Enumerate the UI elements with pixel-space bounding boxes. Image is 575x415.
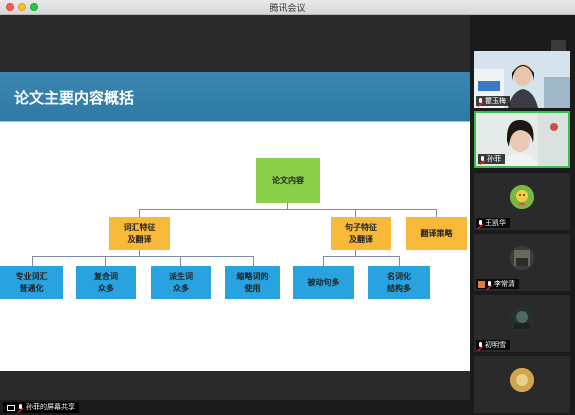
cartoon-avatar-icon bbox=[510, 368, 534, 392]
participant-5-avatar bbox=[510, 307, 534, 331]
connector-to-leaf-2 bbox=[105, 256, 106, 266]
connector-to-leaf-5 bbox=[323, 256, 324, 266]
presentation-slide: 论文主要内容概括 论文内容 词汇特征 bbox=[0, 72, 470, 371]
level1-node-sentence-line1: 句子特征 bbox=[345, 222, 377, 232]
connector-to-leaf-6 bbox=[399, 256, 400, 266]
screen-share-indicator[interactable]: 孙菲的屏幕共享 bbox=[3, 402, 79, 413]
root-node-label: 论文内容 bbox=[272, 175, 304, 185]
photo-avatar-icon bbox=[510, 307, 534, 331]
level1-node-vocab-line2: 及翻译 bbox=[127, 234, 152, 244]
participant-tile-6[interactable] bbox=[474, 356, 570, 413]
leaf-node-3: 派生词 众多 bbox=[151, 266, 211, 299]
connector-vocab-bar bbox=[32, 256, 253, 257]
participant-3-avatar bbox=[510, 185, 534, 209]
screen-share-label: 孙菲的屏幕共享 bbox=[26, 403, 75, 411]
leaf-node-2: 复合词 众多 bbox=[76, 266, 136, 299]
participant-tile-5[interactable]: 初明雪 bbox=[474, 295, 570, 352]
connector-to-leaf-1 bbox=[32, 256, 33, 266]
connector-to-leaf-3 bbox=[180, 256, 181, 266]
level1-node-strategy-label: 翻译策略 bbox=[420, 228, 453, 238]
muted-mic-icon bbox=[478, 341, 483, 349]
shared-screen: 论文主要内容概括 论文内容 词汇特征 bbox=[0, 15, 470, 400]
root-node: 论文内容 bbox=[256, 158, 320, 203]
participant-1-label: 瞿玉梅 bbox=[476, 96, 510, 106]
title-bar: 腾讯会议 bbox=[0, 0, 575, 15]
leaf-node-4-line1: 缩略词的 bbox=[236, 271, 269, 281]
leaf-node-4: 缩略词的 使用 bbox=[225, 266, 280, 299]
level1-node-strategy: 翻译策略 bbox=[406, 217, 467, 250]
connector-sentence-bar bbox=[323, 256, 399, 257]
connector-to-sentence bbox=[355, 209, 356, 217]
participant-5-label: 初明雪 bbox=[476, 340, 510, 350]
connector-to-leaf-4 bbox=[253, 256, 254, 266]
leaf-node-2-line1: 复合词 bbox=[94, 271, 118, 281]
level1-node-sentence-line2: 及翻译 bbox=[349, 234, 373, 244]
participant-4-avatar bbox=[510, 246, 534, 270]
mic-icon bbox=[18, 404, 23, 411]
minimize-window-button[interactable] bbox=[18, 3, 26, 11]
leaf-node-6: 名词化 结构多 bbox=[368, 266, 430, 299]
participant-4-name: 李常清 bbox=[494, 280, 515, 288]
leaf-node-1-line2: 普通化 bbox=[19, 283, 44, 293]
leaf-node-4-line2: 使用 bbox=[244, 283, 261, 293]
leaf-node-6-line2: 结构多 bbox=[387, 283, 411, 293]
participant-2-name: 孙菲 bbox=[487, 155, 501, 163]
bottom-bar: 孙菲的屏幕共享 bbox=[0, 400, 470, 415]
cartoon-avatar-icon bbox=[510, 185, 534, 209]
participant-tile-3[interactable]: 王凯华 bbox=[474, 173, 570, 230]
window-title: 腾讯会议 bbox=[269, 4, 306, 14]
leaf-node-5-label: 被动句多 bbox=[307, 277, 340, 287]
leaf-node-3-line2: 众多 bbox=[173, 283, 189, 293]
participant-2-label: 孙菲 bbox=[478, 154, 505, 164]
level1-node-sentence: 句子特征 及翻译 bbox=[331, 217, 391, 250]
participant-5-name: 初明雪 bbox=[485, 341, 506, 349]
screen-share-icon bbox=[7, 404, 15, 411]
level1-node-vocab-line1: 词汇特征 bbox=[123, 222, 156, 232]
leaf-node-3-line1: 派生词 bbox=[169, 271, 193, 281]
connector-sentence-down bbox=[355, 250, 356, 256]
participant-tile-4[interactable]: 李常清 bbox=[474, 234, 570, 291]
participant-1-name: 瞿玉梅 bbox=[485, 97, 506, 105]
muted-mic-icon bbox=[480, 155, 485, 163]
participant-tile-1[interactable]: 瞿玉梅 bbox=[474, 51, 570, 108]
participant-3-label: 王凯华 bbox=[476, 218, 510, 228]
muted-mic-icon bbox=[478, 219, 483, 227]
leaf-node-1-line1: 专业词汇 bbox=[15, 271, 48, 281]
muted-mic-icon bbox=[478, 97, 483, 105]
slide-title: 论文主要内容概括 bbox=[14, 89, 135, 107]
photo-avatar-icon bbox=[510, 246, 534, 270]
participant-panel: 瞿玉梅 孙菲 bbox=[470, 15, 575, 415]
slide-header-divider bbox=[0, 121, 470, 122]
participant-4-label: 李常清 bbox=[476, 279, 519, 289]
leaf-node-6-line1: 名词化 bbox=[387, 271, 411, 281]
user-badge-icon bbox=[478, 280, 485, 288]
slide-header: 论文主要内容概括 bbox=[0, 72, 470, 121]
muted-mic-icon bbox=[487, 280, 492, 288]
close-window-button[interactable] bbox=[6, 3, 14, 11]
maximize-window-button[interactable] bbox=[30, 3, 38, 11]
connector-vocab-down bbox=[139, 250, 140, 256]
participant-3-name: 王凯华 bbox=[485, 219, 506, 227]
connector-level1-bar bbox=[139, 209, 436, 210]
leaf-node-5: 被动句多 bbox=[293, 266, 354, 299]
leaf-node-1: 专业词汇 普通化 bbox=[0, 266, 63, 299]
participant-6-avatar bbox=[510, 368, 534, 392]
connector-to-strategy bbox=[436, 209, 437, 217]
participant-tile-2[interactable]: 孙菲 bbox=[474, 111, 570, 168]
connector-root-down bbox=[287, 203, 288, 209]
level1-node-vocab: 词汇特征 及翻译 bbox=[109, 217, 170, 250]
leaf-node-2-line2: 众多 bbox=[98, 283, 114, 293]
connector-to-vocab bbox=[139, 209, 140, 217]
